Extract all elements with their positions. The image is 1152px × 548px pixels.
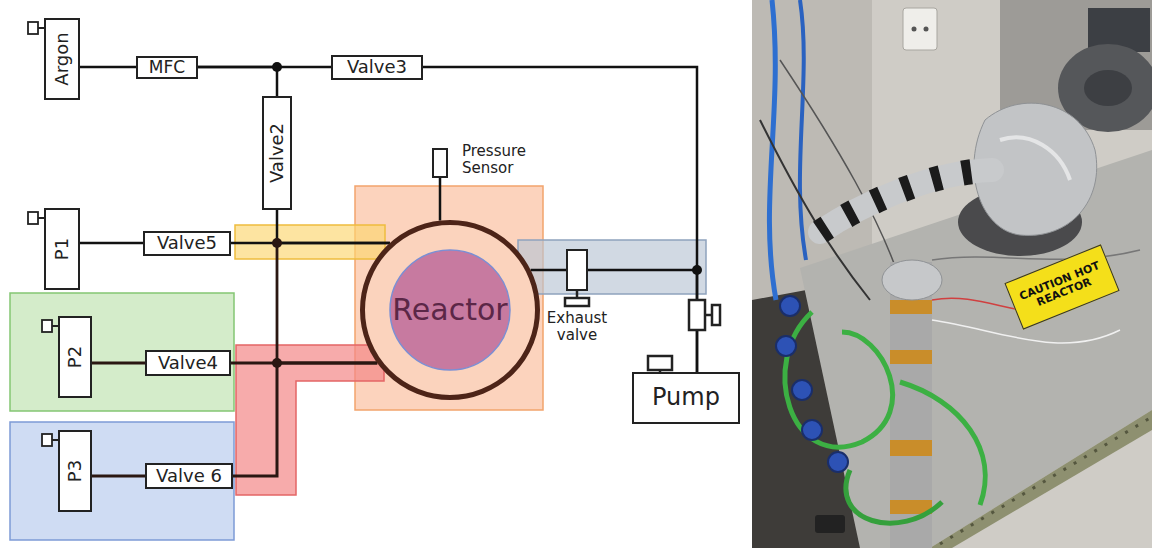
flow-controller-box: MFC: [136, 56, 198, 79]
pipe-connector: [80, 66, 136, 69]
valve-box: Valve4: [145, 350, 231, 376]
photo-kapton-band: [890, 300, 932, 314]
pipe-connector: [531, 269, 566, 272]
lab-photo: [752, 0, 1152, 548]
node-label: P1: [52, 238, 73, 260]
junction-dot: [272, 358, 282, 368]
photo-valve-head: [780, 296, 800, 316]
photo-outlet-hole: [912, 27, 917, 32]
valve-box: Valve3: [331, 55, 423, 80]
node-label: P3: [65, 460, 86, 482]
pump-valve-symbol: [689, 300, 705, 330]
photo-black-tape: [820, 170, 992, 232]
node-label: Valve2: [267, 123, 288, 183]
junction-dot: [692, 265, 702, 275]
junction-dot: [272, 62, 282, 72]
photo-foot-pedal: [815, 515, 845, 533]
node-label: P2: [65, 346, 86, 368]
photo-foil-arm: [820, 170, 992, 232]
photo-valve-head: [802, 420, 822, 440]
photo-wire: [932, 250, 1140, 260]
photo-green-cable: [846, 470, 942, 523]
photo-valve-head: [792, 380, 812, 400]
gas-cylinder: P1: [44, 208, 80, 290]
valve-box: Valve2: [262, 96, 292, 210]
gas-cylinder: P3: [58, 430, 92, 512]
pump-valve-handle: [712, 305, 720, 325]
pressure-sensor: Pressure Sensor: [432, 148, 448, 178]
pipe-connector: [233, 363, 377, 476]
cylinder-valve: [42, 320, 52, 332]
pipe-connector: [80, 242, 143, 245]
gas-cylinder: Argon: [44, 18, 80, 100]
exhaust-region: [518, 240, 706, 294]
photo-kapton-band: [890, 440, 932, 456]
pipe-connector: [92, 362, 145, 365]
node-label: Valve 6: [156, 466, 222, 487]
reactor-vessel: Reactor: [360, 220, 540, 400]
photo-green-cable: [900, 382, 985, 505]
gas-cylinder: P2: [58, 316, 92, 398]
pump-inlet-port: [648, 356, 672, 370]
junction-dot: [272, 238, 282, 248]
pipe-connector: [198, 67, 277, 96]
node-label: Pressure Sensor: [462, 143, 546, 178]
photo-wire: [780, 60, 900, 280]
photo-table-edge: [930, 410, 1152, 548]
valve-box: Valve5: [143, 231, 231, 256]
photo-kapton-band: [890, 350, 932, 364]
photo-vertical-tube: [890, 262, 932, 548]
manifold-wire: [276, 241, 279, 365]
cylinder-valve: [42, 434, 52, 446]
photo-foil-highlight: [1000, 137, 1070, 180]
pipe-connector: [92, 475, 145, 478]
node-label: MFC: [149, 58, 185, 78]
photo-wall: [752, 0, 1152, 548]
p3-region: [10, 422, 234, 540]
valve-box: Valve 6: [145, 463, 233, 489]
exhaust-valve-handle: [565, 298, 589, 306]
node-label: Reactor: [392, 293, 507, 328]
p2-region: [10, 293, 234, 411]
pump-box: Pump: [632, 372, 740, 424]
photo-blue-cable: [800, 0, 806, 260]
photo-table-top: [800, 150, 1152, 548]
photo-insulation-core: [1084, 70, 1132, 106]
node-label: Valve4: [158, 353, 218, 374]
node-label: Argon: [52, 32, 73, 85]
reactor-wall: [363, 223, 538, 398]
photo-valve-head: [776, 336, 796, 356]
pipe-connector: [277, 210, 390, 243]
node-label: Valve5: [157, 233, 217, 254]
node-label: Valve3: [347, 57, 407, 78]
photo-outlet: [903, 8, 937, 50]
p2-p3-inlet-region: [236, 345, 384, 495]
photo-green-cable: [785, 312, 893, 447]
cylinder-valve: [28, 212, 38, 224]
exhaust-valve: Exhaust valve: [566, 249, 588, 291]
pipe-connector: [439, 178, 442, 221]
reactor-chamber: [390, 250, 510, 370]
node-label: Pump: [652, 384, 720, 412]
photo-valve-head: [828, 452, 848, 472]
photo-outlet-hole: [924, 27, 929, 32]
photo-table-holes: [940, 418, 1150, 544]
cylinder-valve: [28, 22, 38, 34]
node-label: Exhaust valve: [532, 310, 622, 345]
photo-foil-lump: [882, 260, 942, 300]
